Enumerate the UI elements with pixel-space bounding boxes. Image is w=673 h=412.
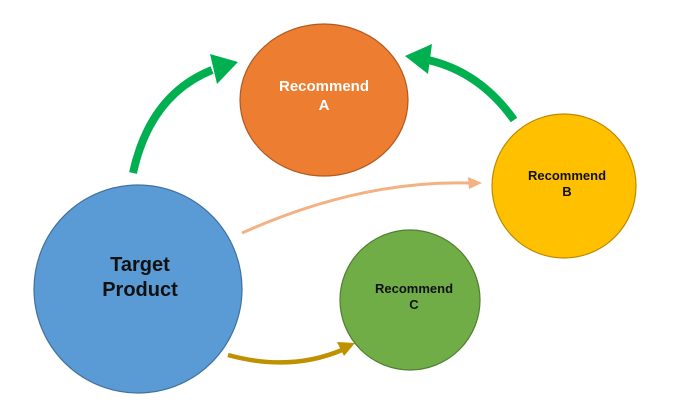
node-target-line2: Product	[102, 279, 178, 301]
node-recommend-c-line2: C	[409, 297, 419, 313]
node-target-circle	[33, 184, 243, 394]
node-recommend-b-label: Recommend B	[502, 168, 632, 201]
edge-target-to-b	[241, 177, 482, 235]
node-recommend-a-ellipse	[239, 23, 409, 177]
node-target-line1: Target	[110, 254, 170, 276]
node-recommend-b-line1: Recommend	[527, 168, 607, 183]
node-recommend-c-circle	[339, 229, 481, 371]
node-recommend-a-label: Recommend A	[248, 78, 400, 116]
node-target-label: Target Product	[70, 253, 210, 303]
node-recommend-a-line1: Recommend	[278, 78, 370, 95]
node-recommend-b-line2: B	[562, 184, 572, 200]
node-recommend-b-circle	[491, 113, 637, 259]
node-recommend-c-line1: Recommend	[374, 281, 454, 296]
edge-target-to-c	[227, 342, 355, 365]
edge-target-to-a	[129, 54, 238, 174]
node-recommend-c-label: Recommend C	[347, 281, 481, 314]
node-recommend-a-line2: A	[318, 96, 330, 114]
edge-b-to-a	[405, 44, 518, 123]
